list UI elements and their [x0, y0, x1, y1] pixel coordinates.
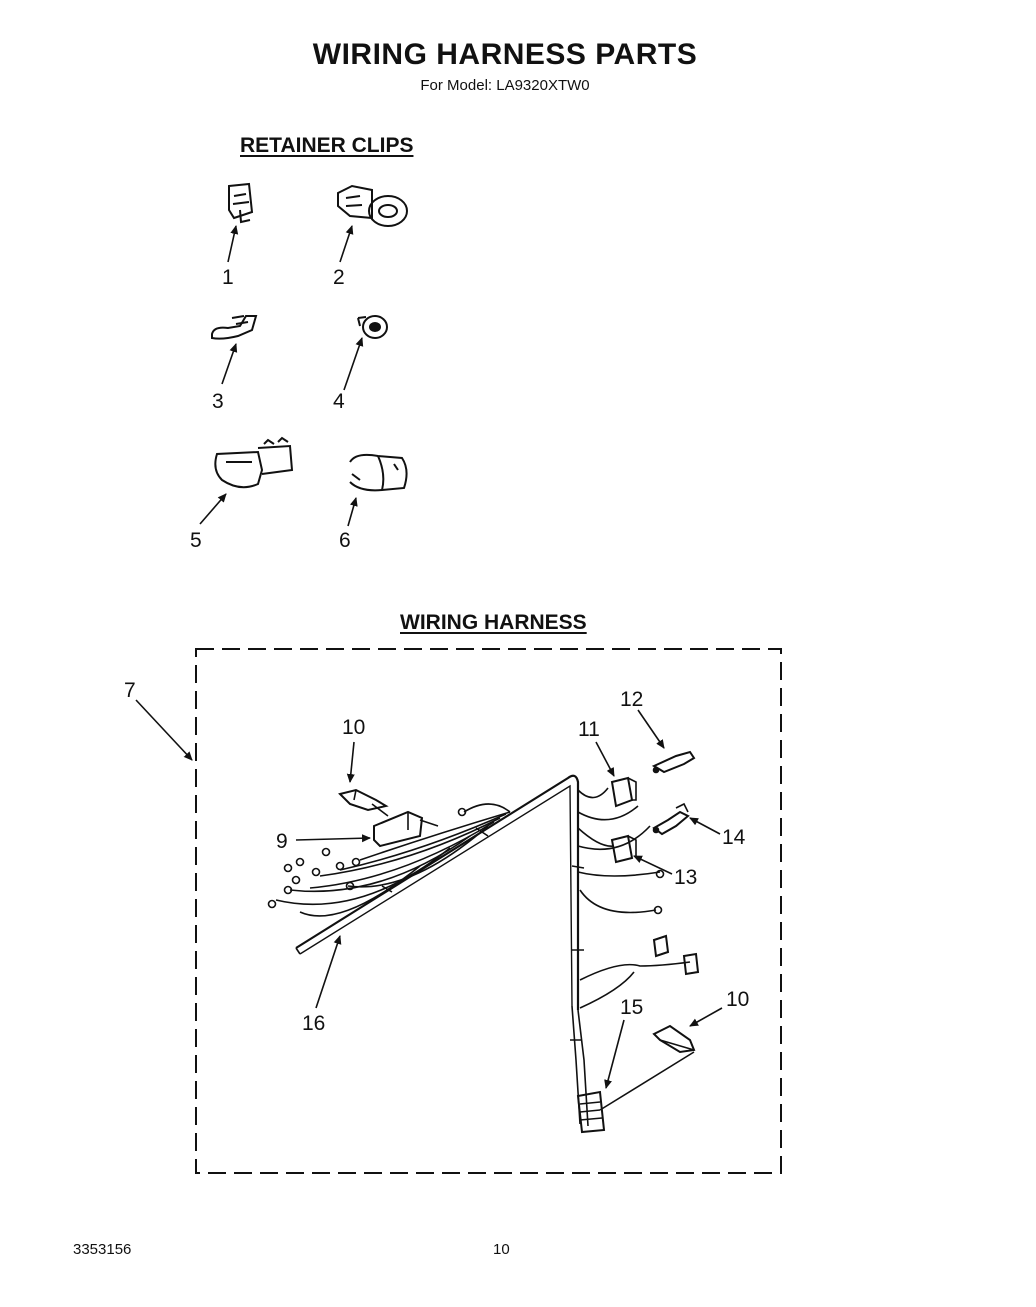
leader-arrow-1 [227, 225, 239, 263]
leader-arrow-14 [689, 817, 721, 835]
model-subtitle: For Model: LA9320XTW0 [420, 77, 590, 94]
clip-5-drawing [214, 436, 294, 489]
document-number: 3353156 [73, 1241, 132, 1258]
callout-12: 12 [620, 688, 643, 711]
callout-7: 7 [124, 679, 136, 702]
leader-arrow-9 [295, 834, 371, 843]
leader-arrow-13 [633, 855, 673, 875]
page-number: 10 [493, 1241, 510, 1258]
callout-11: 11 [578, 718, 600, 741]
callout-5: 5 [190, 529, 202, 552]
callout-10-bottom: 10 [726, 988, 749, 1011]
clip-4-drawing [357, 315, 388, 339]
callout-13: 13 [674, 866, 697, 889]
clip-3-drawing [211, 315, 258, 340]
leader-arrow-11 [595, 741, 615, 777]
leader-arrow-10-top [346, 741, 355, 783]
leader-arrow-3 [221, 343, 238, 385]
wiring-harness-heading: WIRING HARNESS [400, 611, 587, 634]
leader-arrow-2 [339, 225, 354, 263]
clip-6-drawing [349, 453, 408, 492]
clip-1-drawing [228, 182, 254, 224]
leader-arrow-10-bottom [689, 1007, 723, 1027]
leader-arrow-6 [347, 497, 358, 527]
leader-arrow-5 [199, 493, 227, 525]
callout-15: 15 [620, 996, 643, 1019]
callout-6: 6 [339, 529, 351, 552]
leader-arrow-7 [135, 699, 193, 761]
callout-1: 1 [222, 266, 234, 289]
leader-arrow-12 [637, 709, 665, 749]
callout-3: 3 [212, 390, 224, 413]
callout-14: 14 [722, 826, 746, 849]
clip-2-drawing [337, 184, 408, 227]
callout-2: 2 [333, 266, 345, 289]
leader-arrow-16 [315, 935, 342, 1009]
callout-9: 9 [276, 830, 288, 853]
page-title: WIRING HARNESS PARTS [312, 38, 698, 71]
callout-10-top: 10 [342, 716, 365, 739]
leader-arrow-4 [343, 337, 364, 391]
retainer-clips-heading: RETAINER CLIPS [240, 134, 414, 157]
leader-arrow-15 [604, 1019, 625, 1089]
callout-4: 4 [333, 390, 345, 413]
callout-16: 16 [302, 1012, 325, 1035]
harness-dashed-border [195, 648, 782, 1174]
harness-drawing [267, 750, 700, 1134]
